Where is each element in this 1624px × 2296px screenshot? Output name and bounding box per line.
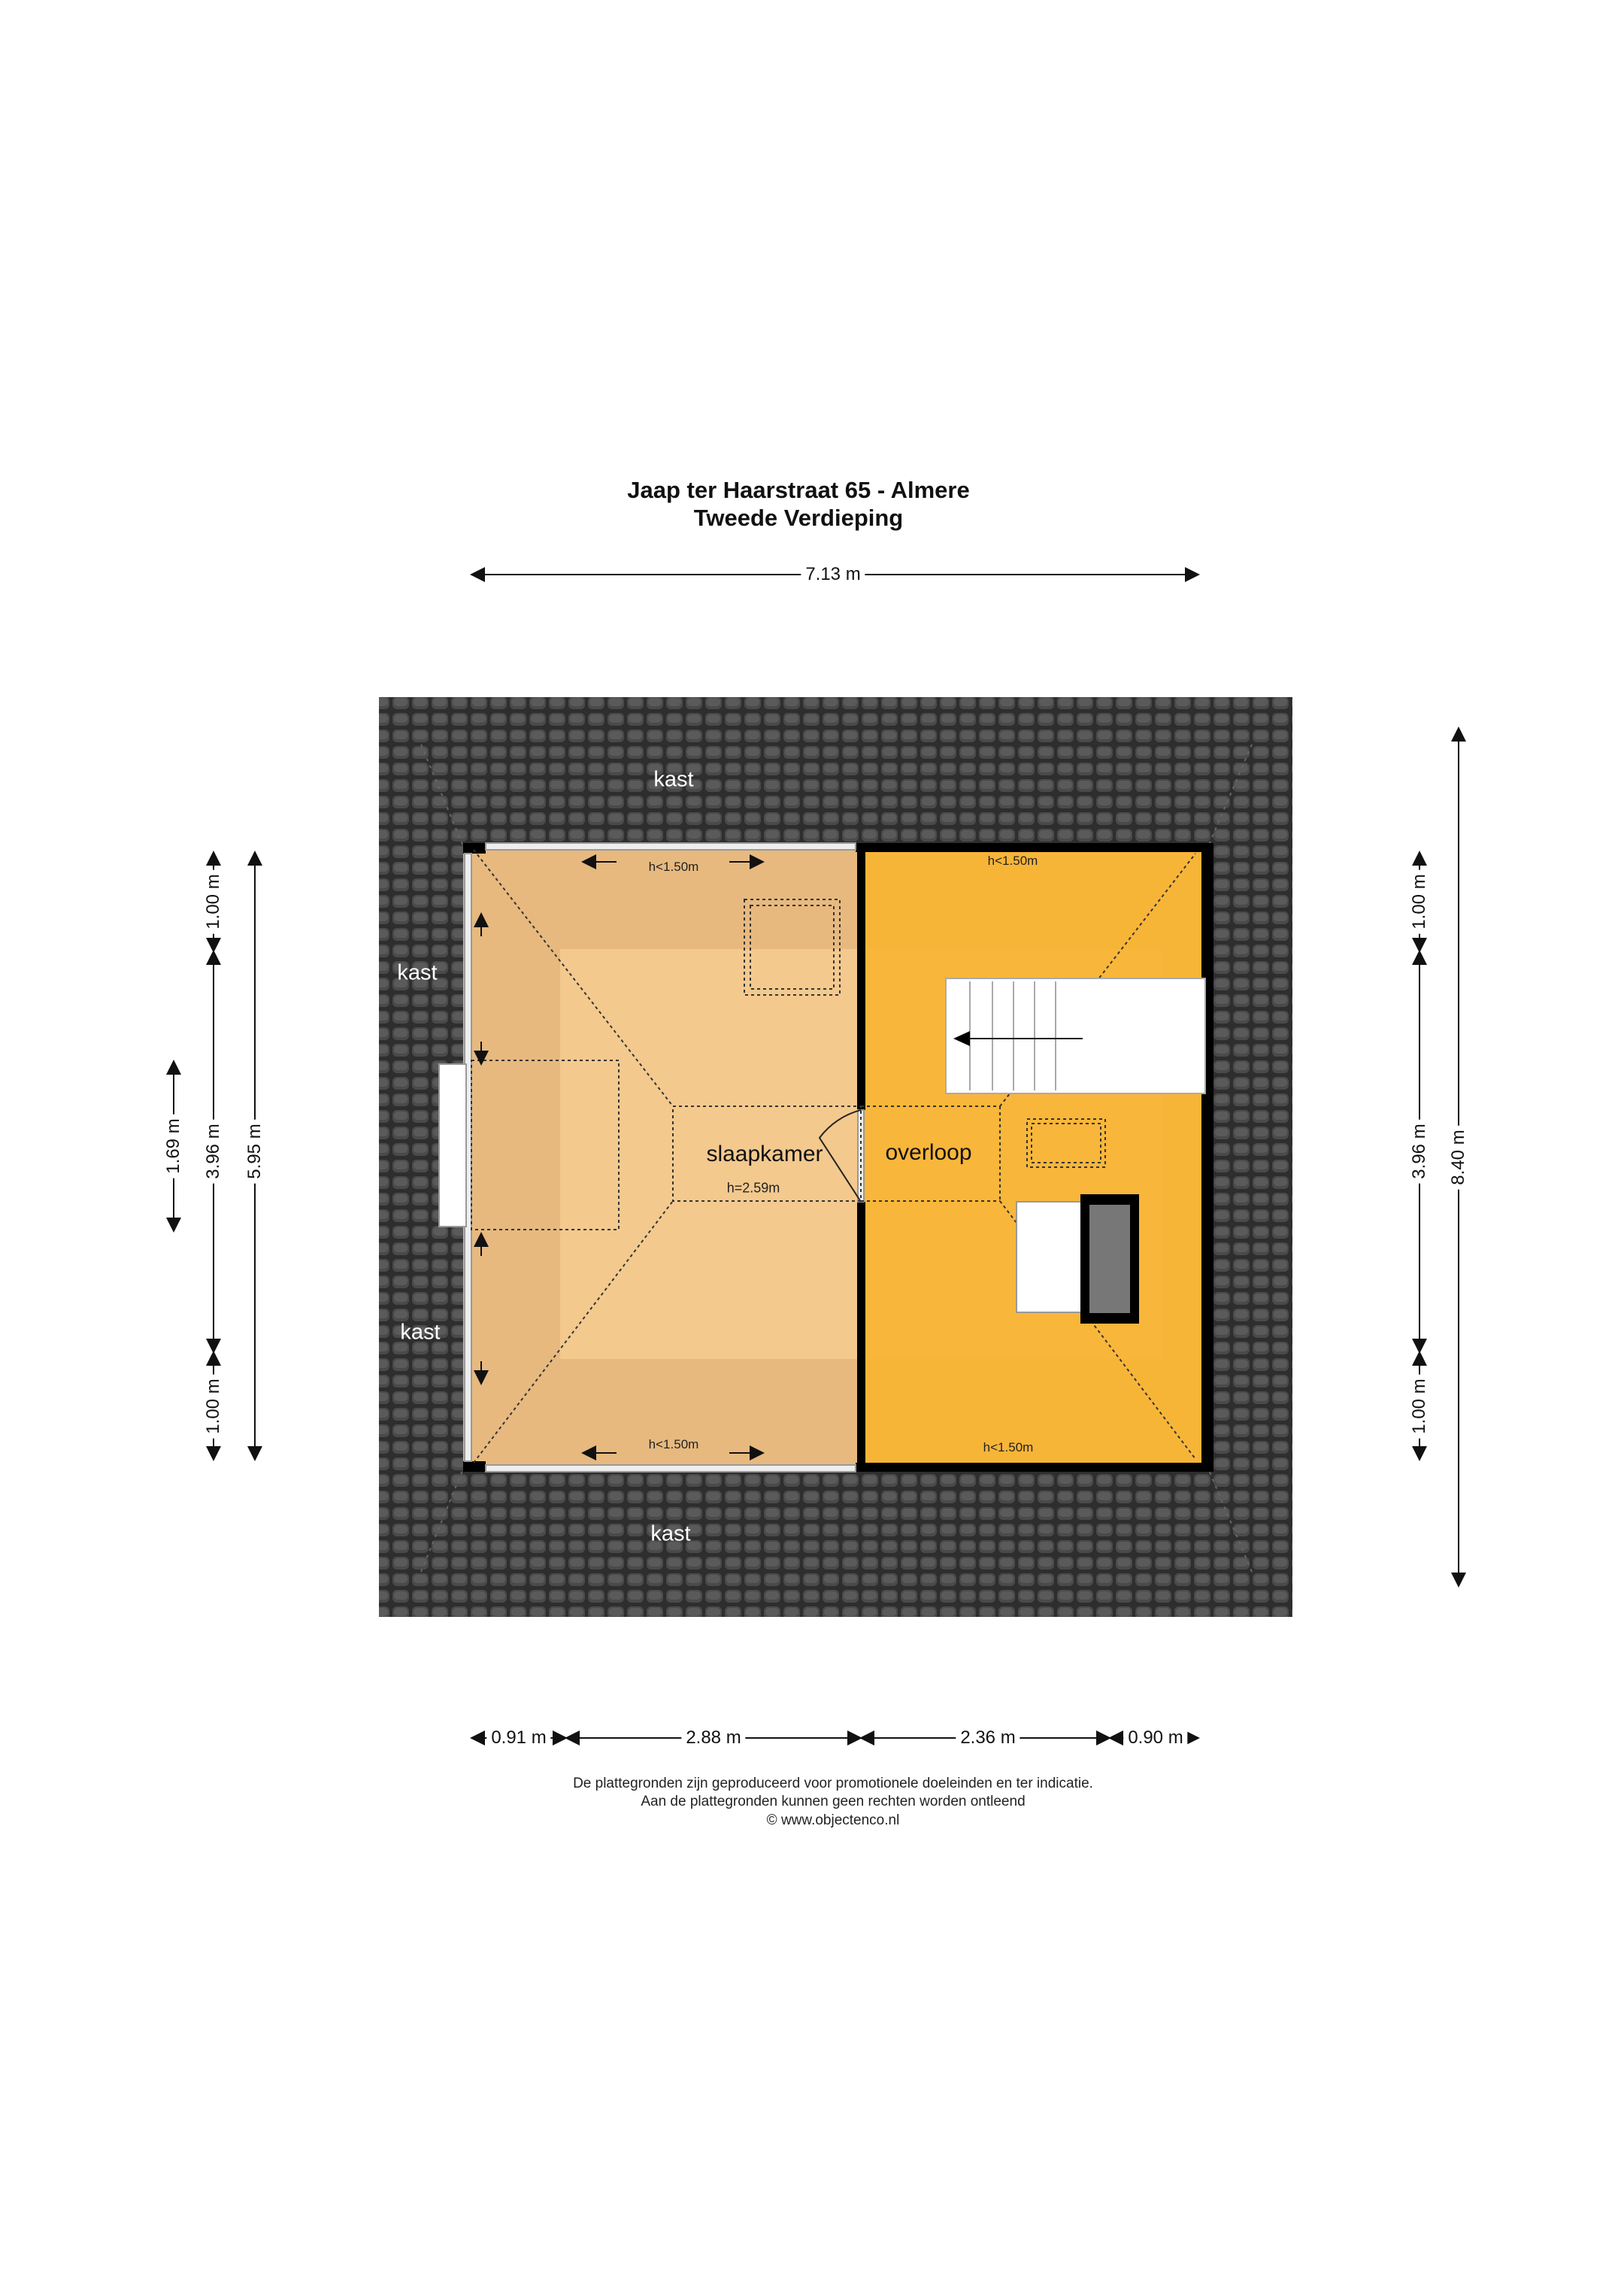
address-title: Jaap ter Haarstraat 65 - Almere [627, 477, 970, 503]
staircase [945, 978, 1206, 1094]
storage-label-bottom: kast [650, 1521, 691, 1546]
dim-bottom-seg: 2.36 m [956, 1727, 1020, 1749]
landing-label: overloop [885, 1140, 972, 1165]
dim-right-seg: 3.96 m [1409, 1119, 1430, 1184]
disclaimer-line-2: Aan de plattegronden kunnen geen rechten… [641, 1794, 1026, 1809]
low-height-label: h<1.50m [983, 1440, 1034, 1454]
disclaimer-line-1: De plattegronden zijn geproduceerd voor … [573, 1776, 1093, 1791]
storage-label-top: kast [653, 767, 694, 792]
dim-bottom-seg: 2.88 m [681, 1727, 746, 1749]
window [438, 1063, 467, 1227]
storage-label-left-upper: kast [397, 960, 438, 985]
dim-top-total: 7.13 m [801, 564, 865, 585]
appliance [1016, 1201, 1085, 1313]
low-height-label: h<1.50m [987, 854, 1038, 868]
dim-right-seg: 1.00 m [1409, 869, 1430, 934]
dim-left-seg: 3.96 m [203, 1119, 224, 1184]
bedroom-label: slaapkamer [706, 1142, 823, 1166]
dim-left-seg: 1.00 m [203, 1374, 224, 1439]
skylight-landing [1026, 1118, 1106, 1168]
dim-left-window: 1.69 m [163, 1114, 184, 1178]
dim-left-seg: 1.00 m [203, 869, 224, 934]
door-swing [818, 1109, 862, 1203]
low-height-label: h<1.50m [648, 860, 699, 874]
low-height-label: h<1.50m [648, 1437, 699, 1451]
dim-right-total: 8.40 m [1448, 1125, 1469, 1190]
copyright-link[interactable]: © www.objectenco.nl [766, 1812, 900, 1828]
dim-bottom-seg: 0.90 m [1123, 1727, 1188, 1749]
dim-bottom-seg: 0.91 m [486, 1727, 551, 1749]
floor-title: Tweede Verdieping [693, 505, 904, 531]
dim-left-total: 5.95 m [244, 1119, 265, 1184]
dim-right-seg: 1.00 m [1409, 1374, 1430, 1439]
bedroom-height: h=2.59m [726, 1180, 780, 1196]
storage-label-left-lower: kast [400, 1320, 441, 1345]
roof-hip-lines [420, 744, 1253, 1573]
